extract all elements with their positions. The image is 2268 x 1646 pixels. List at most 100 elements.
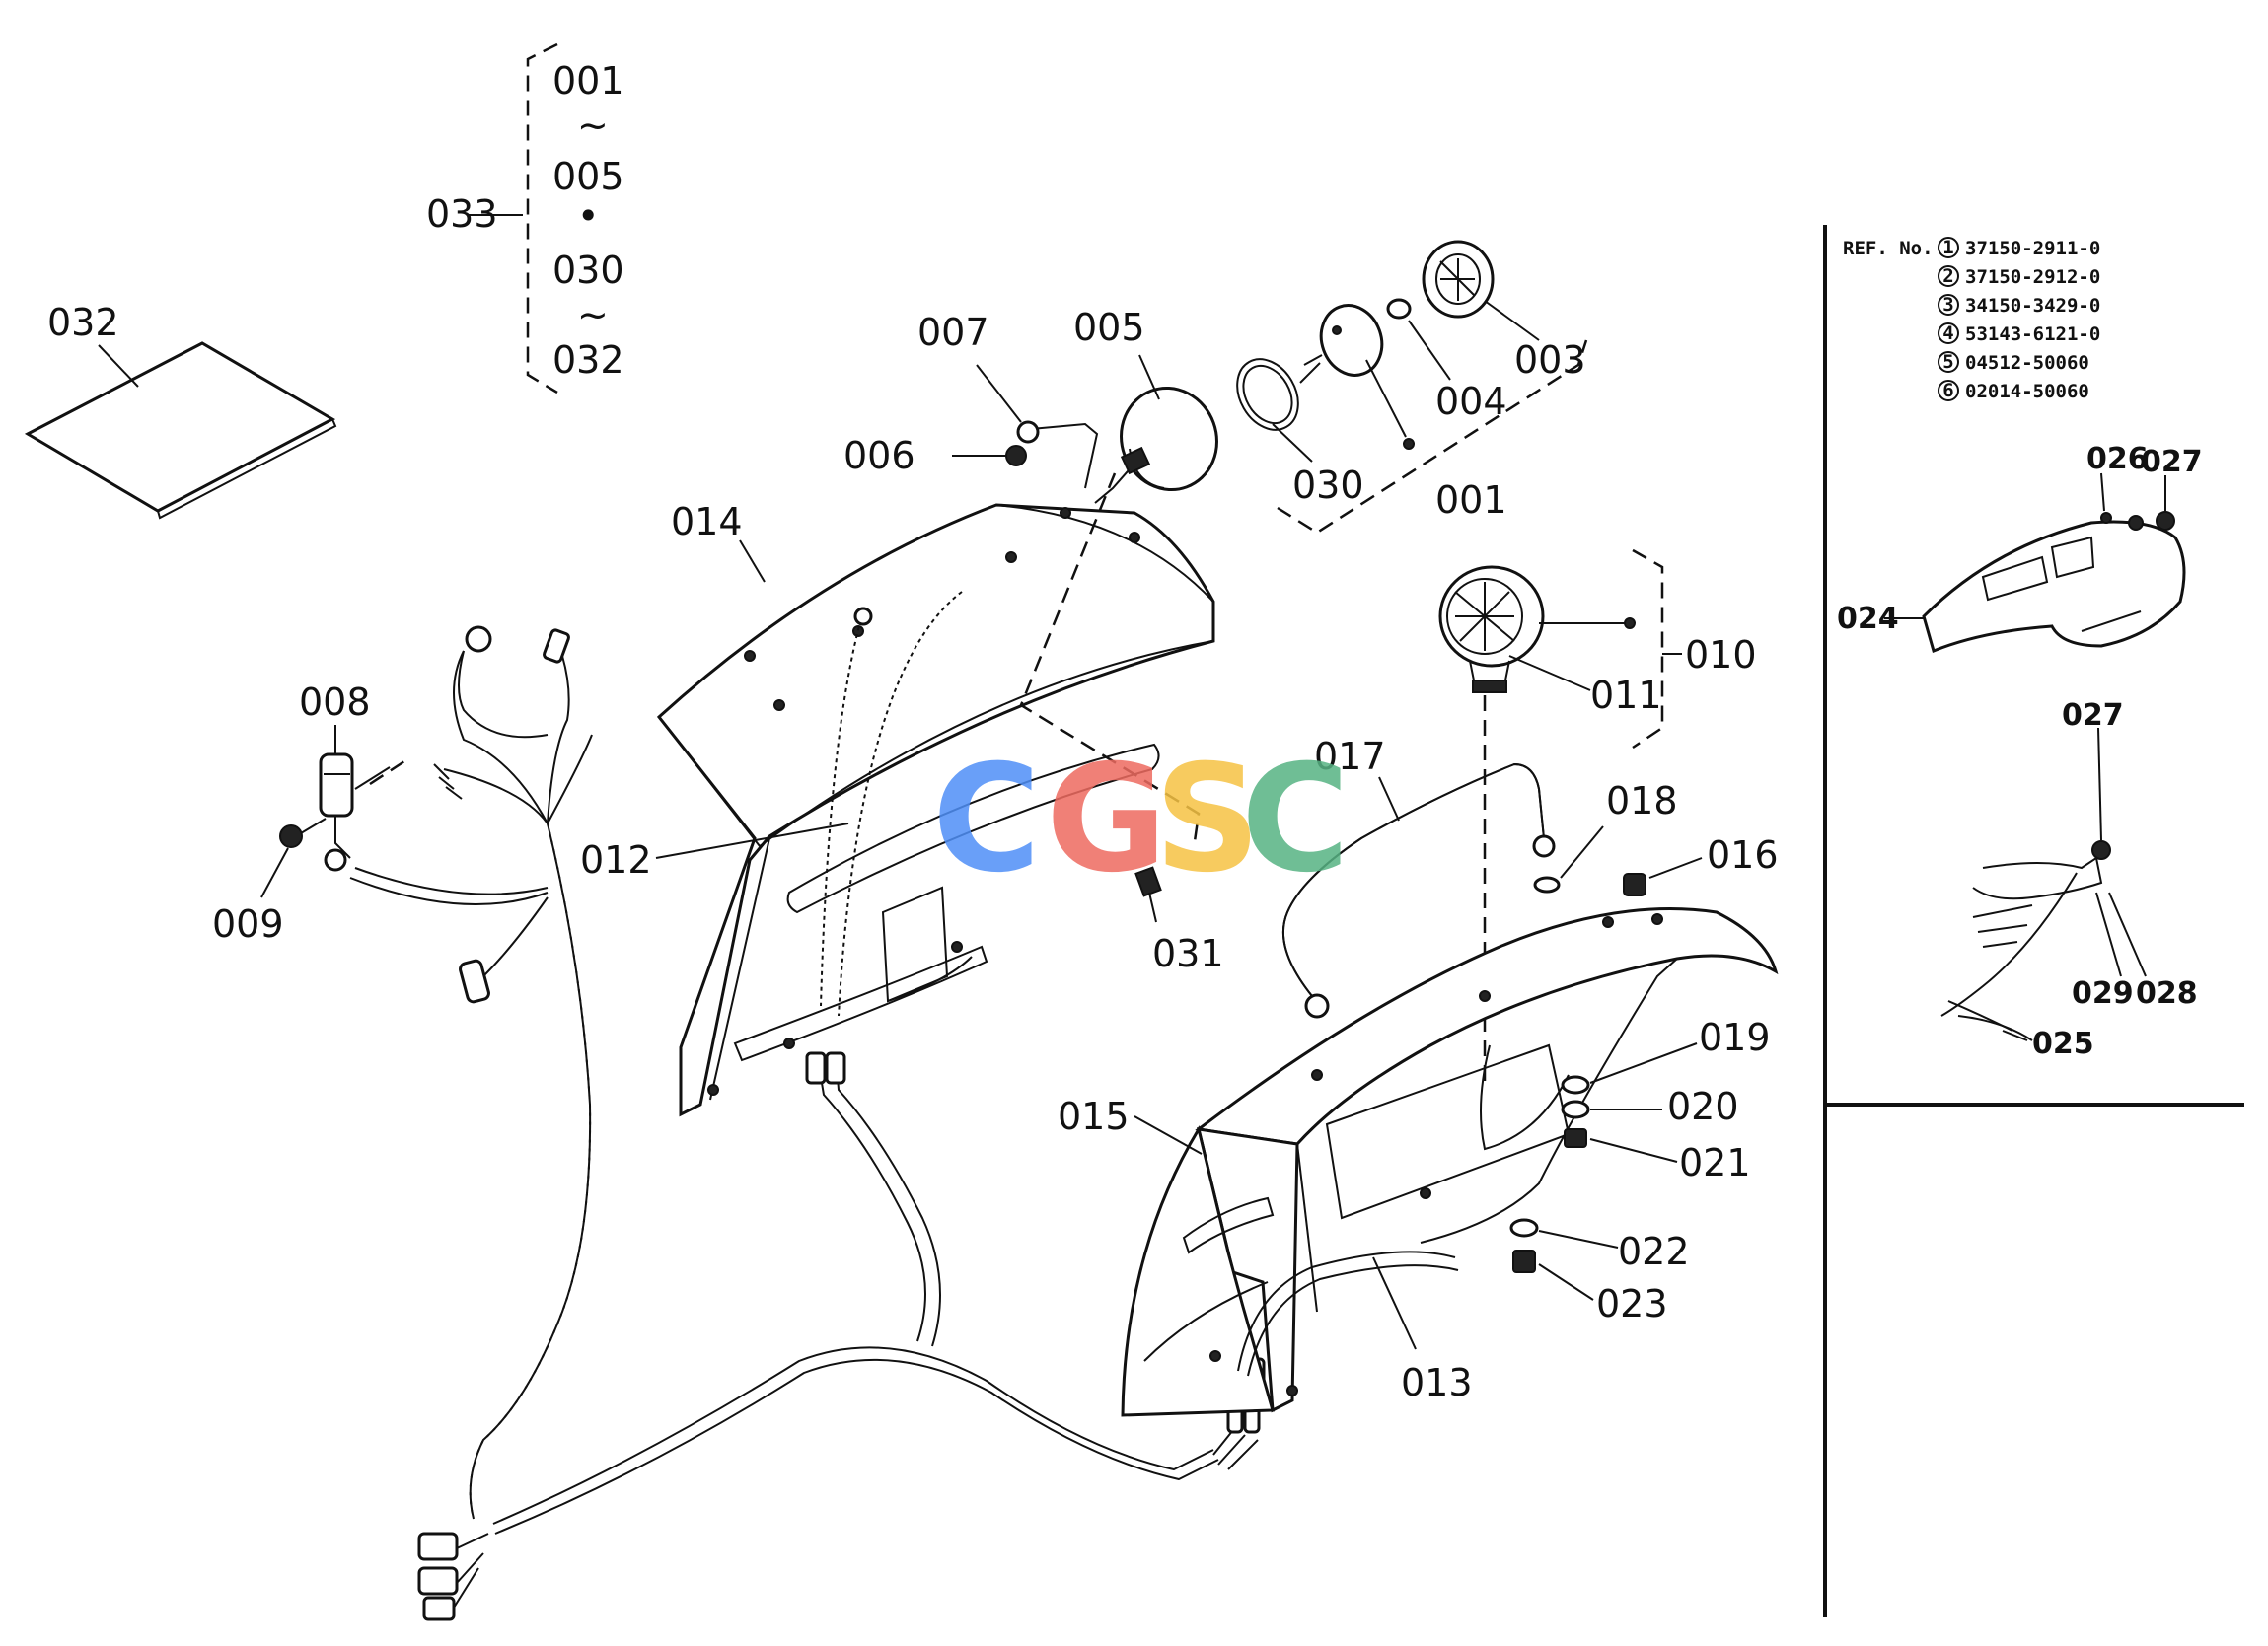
ref-row-code: 34150-3429-0 [1965,295,2100,317]
part-021-nut [1564,1128,1587,1148]
leader-014 [739,539,766,583]
watermark-letter-4: C [1241,734,1350,905]
part-label-010: 010 [1685,633,1757,677]
bracket-tilde-2: ~ [577,293,609,336]
bracket-001 [1277,339,1588,535]
part-014-panel [656,503,1215,1117]
part-label-008: 008 [299,680,371,724]
inset-part-025-bracket [1940,840,2111,1041]
dashed-guide-031 [1019,472,1201,849]
inset-part-024-cover [1922,511,2186,654]
part-017-stay [1281,762,1556,1019]
part-007-bulb-socket [1016,420,1099,489]
leader-030 [1272,423,1313,463]
leader-005 [1138,354,1160,400]
part-020-washer [1561,1100,1590,1119]
part-label-014: 014 [671,500,743,543]
leader-019 [1589,1042,1698,1084]
bracket-label-030: 030 [552,249,624,292]
ref-row-code: 02014-50060 [1965,381,2089,402]
part-label-023: 023 [1596,1282,1668,1325]
ref-prefix: REF. No. [1843,238,1934,259]
inset-label-027b: 027 [2062,698,2124,733]
ref-table: REF. No. 1 37150-2911-0 2 37150-2912-0 3 3415… [1843,237,2100,402]
ref-row-number: 4 [1942,322,1953,344]
part-label-032: 032 [47,301,119,344]
part-016-nut [1623,873,1646,896]
part-label-017: 017 [1314,735,1386,778]
part-019-washer [1561,1075,1590,1095]
group-bracket-033 [469,42,558,394]
ref-row-number-circle [1938,322,1959,344]
part-label-019: 019 [1699,1016,1771,1059]
part-003-lens [1422,240,1495,319]
ref-row-number-circle [1938,380,1959,401]
part-label-021: 021 [1679,1141,1751,1184]
part-023-nut [1512,1250,1536,1273]
leader-012 [655,823,849,859]
leader-007 [976,364,1022,423]
ref-row-number-circle [1938,294,1959,316]
inset-leader-026 [2100,472,2105,512]
ref-row-number-circle [1938,351,1959,373]
bracket-label-032: 032 [552,338,624,382]
part-005-lamp-body [1094,386,1218,504]
part-032-manual [24,341,337,520]
part-022-washer [1509,1218,1539,1238]
ref-row-number: 5 [1942,351,1953,373]
leader-011 [1508,655,1591,691]
inset-label-026: 026 [2086,442,2149,476]
watermark-letter-2: G [1046,734,1167,905]
part-label-031: 031 [1152,932,1224,975]
part-008-switch [319,752,405,872]
inset-leader-025 [2002,1030,2028,1041]
part-label-030: 030 [1292,464,1364,507]
part-031-bolt [1134,866,1162,923]
part-015-fender [1121,907,1779,1417]
part-label-003: 003 [1514,338,1586,382]
part-label-033: 033 [426,192,498,236]
part-label-005: 005 [1073,306,1145,349]
part-label-009: 009 [212,902,284,946]
leader-003 [1484,300,1540,341]
ref-row-number-circle [1938,237,1959,258]
leader-018 [1560,825,1604,879]
part-label-011: 011 [1590,674,1662,717]
ref-row-number: 1 [1942,237,1953,258]
part-label-001: 001 [1435,478,1507,522]
ref-row-number: 2 [1942,265,1953,287]
part-label-012: 012 [580,838,652,882]
part-label-013: 013 [1401,1361,1473,1404]
bracket-tilde-1: ~ [577,104,609,147]
leader-013 [1372,1256,1417,1350]
part-label-018: 018 [1606,779,1678,823]
inset-label-027a: 027 [2141,445,2203,479]
part-011-work-lamp [1438,565,1545,693]
leader-022 [1538,1230,1619,1249]
leader-017 [1378,776,1400,822]
leader-023 [1538,1263,1594,1301]
ref-row-number-circle [1938,265,1959,287]
ref-row-number: 6 [1942,380,1953,401]
part-006-grommet [1005,445,1027,466]
watermark-letter-1: C [932,734,1041,905]
ref-row-number: 3 [1942,294,1953,316]
leader-015 [1134,1115,1203,1155]
ref-row-code: 04512-50060 [1965,352,2089,374]
leader-016 [1648,857,1703,879]
part-label-007: 007 [917,311,989,354]
bracket-label-001: 001 [552,59,624,103]
part-018-washer [1533,876,1561,894]
inset-panel [1823,225,2244,1617]
part-009-connector [279,818,327,848]
inset-label-024: 024 [1837,602,1899,636]
ref-row-code: 37150-2911-0 [1965,238,2100,259]
inset-leader-028 [2108,892,2147,977]
part-030-ring [1236,358,1299,431]
inset-leader-029 [2095,892,2122,977]
part-label-004: 004 [1435,380,1507,423]
bracket-label-005: 005 [552,155,624,198]
bracket-010 [1632,548,1664,750]
ref-row-code: 37150-2912-0 [1965,266,2100,288]
